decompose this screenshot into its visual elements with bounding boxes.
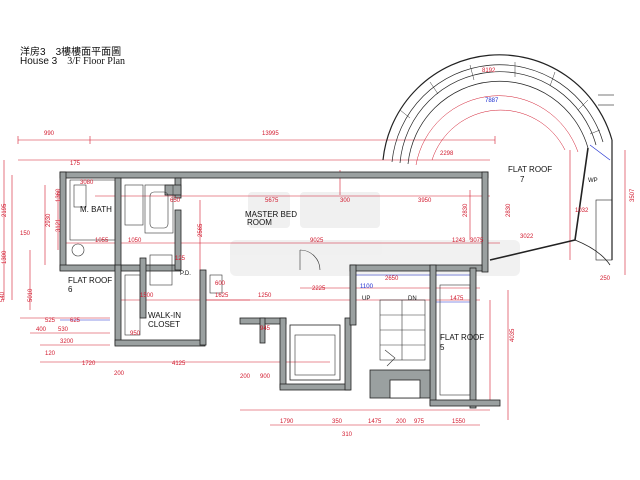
m-bath-label: M. BATH <box>80 205 112 214</box>
title-house-zh: 洋房3 <box>20 47 46 58</box>
dim-310: 310 <box>342 432 353 438</box>
dim-7887: 7887 <box>485 98 499 104</box>
dim-540: 540 <box>0 291 6 302</box>
dim-1300: 1300 <box>2 250 8 264</box>
dim-1790: 1790 <box>280 419 294 425</box>
dim-300: 300 <box>340 198 351 204</box>
master-bed-label-2: ROOM <box>247 218 272 227</box>
dn-label: DN <box>408 296 417 302</box>
dim-1625: 1625 <box>215 293 229 299</box>
dim-4035: 4035 <box>510 328 516 342</box>
dimension-labels: 990 13995 8192 7887 2298 5675 3950 9025 … <box>0 68 636 438</box>
dimension-lines <box>3 136 626 426</box>
dim-1055: 1055 <box>95 238 109 244</box>
dim-1360: 1360 <box>56 188 62 202</box>
flat-roof-6-label-1: FLAT ROOF <box>68 276 112 285</box>
dim-4125: 4125 <box>172 361 186 367</box>
dim-525: 525 <box>45 318 56 324</box>
dim-2930: 2930 <box>46 213 52 227</box>
dim-1100: 1100 <box>360 284 374 290</box>
dim-1475: 1475 <box>368 419 382 425</box>
dim-2565: 2565 <box>198 223 204 237</box>
dim-5010: 5010 <box>28 288 34 302</box>
walls <box>59 171 501 409</box>
dim-3080: 3080 <box>80 180 94 186</box>
walk-in-label-2: CLOSET <box>148 320 180 329</box>
up-label: UP <box>362 296 370 302</box>
dim-1032: 1032 <box>575 208 589 214</box>
dim-3075: 3075 <box>470 238 484 244</box>
title-floor-zh: 3樓樓面平面圖 <box>55 47 122 58</box>
dim-8192: 8192 <box>482 68 496 74</box>
dim-1720: 1720 <box>82 361 96 367</box>
room-labels: MASTER BED ROOM M. BATH WALK-IN CLOSET F… <box>68 165 598 352</box>
dim-950: 950 <box>130 331 141 337</box>
watermark-logo <box>230 192 520 276</box>
dim-600: 600 <box>215 281 226 287</box>
dim-5675: 5675 <box>265 198 279 204</box>
title-chinese: 洋房3 3樓樓面平面圖 <box>20 43 121 58</box>
arc-flat-roof-7 <box>382 54 614 266</box>
dim-1050: 1050 <box>128 238 142 244</box>
dim-900: 900 <box>260 374 271 380</box>
dim-2830b: 2830 <box>506 203 512 217</box>
dim-990: 990 <box>44 131 55 137</box>
dim-3022: 3022 <box>520 234 534 240</box>
flat-roof-7-label-1: FLAT ROOF <box>508 165 552 174</box>
dim-200b: 200 <box>114 371 125 377</box>
dim-3121: 3121 <box>56 218 62 232</box>
dim-125: 125 <box>175 256 186 262</box>
dim-175: 175 <box>70 161 81 167</box>
dim-3950: 3950 <box>418 198 432 204</box>
dim-2650: 2650 <box>385 276 399 282</box>
flat-roof-5-label-2: 5 <box>440 343 445 352</box>
title-english: House 3 3/F Floor Plan <box>20 56 125 67</box>
walk-in-label-1: WALK-IN <box>148 311 181 320</box>
dim-1250: 1250 <box>258 293 272 299</box>
flat-roof-7-label-2: 7 <box>520 175 525 184</box>
title-floor-en: 3/F Floor Plan <box>67 56 126 67</box>
master-bed-label-1: MASTER BED <box>245 210 297 219</box>
dim-200c: 200 <box>240 374 251 380</box>
dim-9025: 9025 <box>310 238 324 244</box>
dim-350: 350 <box>332 419 343 425</box>
dim-2225: 2225 <box>312 286 326 292</box>
dim-2195: 2195 <box>2 203 8 217</box>
dim-530: 530 <box>58 327 69 333</box>
flat-roof-5-label-1: FLAT ROOF <box>440 333 484 342</box>
dim-200: 200 <box>396 419 407 425</box>
dim-1500: 1500 <box>140 293 154 299</box>
dim-1243: 1243 <box>452 238 466 244</box>
dim-625: 625 <box>70 318 81 324</box>
dim-975: 975 <box>414 419 425 425</box>
dim-2298: 2298 <box>440 151 454 157</box>
flat-roof-6-label-2: 6 <box>68 285 73 294</box>
dim-3200: 3200 <box>60 339 74 345</box>
title-house-en: House 3 <box>20 56 58 67</box>
dim-3507: 3507 <box>630 188 636 202</box>
dim-1550: 1550 <box>452 419 466 425</box>
wp-label: WP <box>588 178 598 184</box>
arc-ticks <box>399 62 601 135</box>
dim-150: 150 <box>20 231 31 237</box>
dim-13995: 13995 <box>262 131 279 137</box>
fixtures <box>69 179 471 396</box>
dim-400: 400 <box>36 327 47 333</box>
dim-2830: 2830 <box>463 203 469 217</box>
dim-945: 945 <box>260 326 271 332</box>
pd-label: P.D. <box>180 271 191 277</box>
dim-650: 650 <box>170 198 181 204</box>
dim-1400: 1475 <box>450 296 464 302</box>
dim-120: 120 <box>45 351 56 357</box>
dim-250: 250 <box>600 276 611 282</box>
